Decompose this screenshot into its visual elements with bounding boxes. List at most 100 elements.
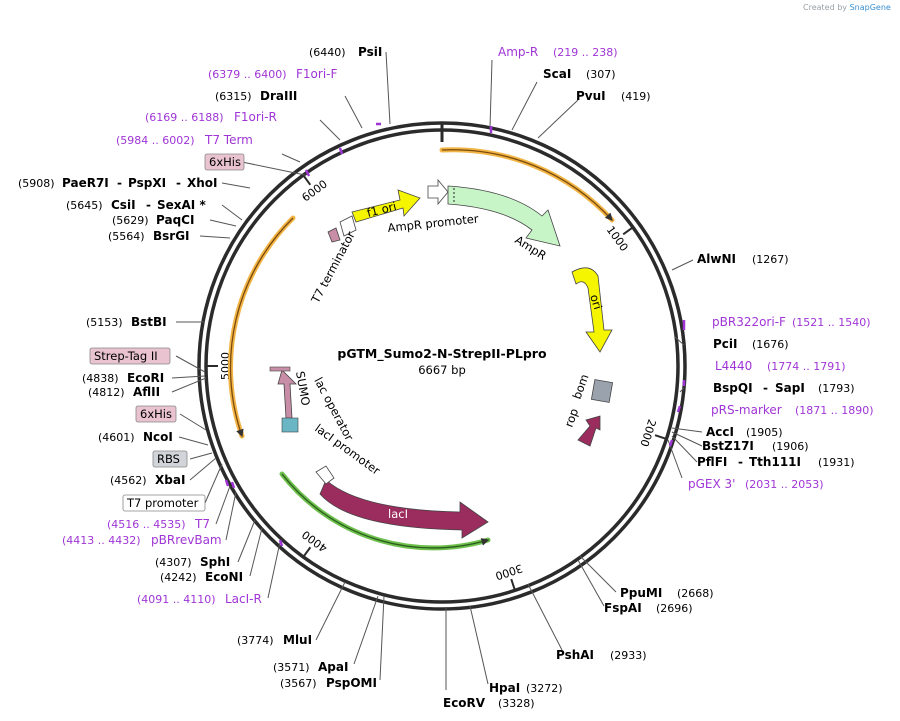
enzyme-paer7i[interactable]: PaeR7I [62,176,109,190]
tick-label-3000: 3000 [494,561,525,582]
enzyme-pcii[interactable]: PciI [713,337,738,351]
enzyme-sphi-pos: (4307) [155,556,192,569]
enzyme-acci[interactable]: AccI [706,425,734,439]
enzyme-psii[interactable]: PsiI [358,45,382,59]
rbs-badge [152,450,188,468]
primer-pgex3[interactable]: pGEX 3' [688,477,735,491]
enzyme-pspxi[interactable]: PspXI [128,176,166,190]
rop-label: rop [562,407,582,429]
primer-t7[interactable]: T7 [194,517,210,531]
enzyme-hpai[interactable]: HpaI [489,681,520,695]
enzyme-alwni-pos: (1267) [752,253,789,266]
primer-l4440-range: (1774 .. 1791) [767,360,846,373]
enzyme-paqci[interactable]: PaqCI [156,213,194,227]
separator: - [146,198,151,212]
ori-arrow [571,267,613,353]
enzyme-xhoi[interactable]: XhoI [187,176,218,190]
t7-promoter-label[interactable]: T7 promoter [126,496,199,510]
enzyme-apai[interactable]: ApaI [318,660,348,674]
bom-box [590,379,614,403]
enzyme-bstbi-pos: (5153) [86,316,123,329]
ampr-promoter-label: AmpR promoter [387,211,480,235]
enzyme-ecori-pos: (4838) [82,372,119,385]
enzyme-csii-pos: (5645) [66,199,103,212]
enzyme-bstz17i[interactable]: BstZ17I [702,439,754,453]
enzyme-scai-pos: (307) [586,68,616,81]
enzyme-bstbi[interactable]: BstBI [131,315,167,329]
separator: - [738,455,743,469]
enzyme-csii[interactable]: CsiI [111,198,136,212]
tick-mark-6000 [302,174,312,186]
enzyme-mlui[interactable]: MluI [283,633,312,647]
enzyme-bstz17i-pos: (1906) [772,440,809,453]
primer-t7term[interactable]: T7 Term [204,133,253,147]
enzyme-mlui-pos: (3774) [237,634,274,647]
enzyme-pvui-pos: (419) [621,90,651,103]
enzyme-scai[interactable]: ScaI [543,67,571,81]
primer-l4440[interactable]: L4440 [715,359,752,373]
enzyme-ncoi[interactable]: NcoI [143,430,173,444]
primer-f1ori-r-range: (6169 .. 6188) [145,111,224,124]
enzyme-ecorv[interactable]: EcoRV [443,696,486,710]
primer-pbr322ori-f[interactable]: pBR322ori-F [712,315,786,329]
f1ori-label: f1 ori [365,199,397,220]
his-bottom-badge [135,405,177,423]
primer-t7term-range: (5984 .. 6002) [116,134,195,147]
backbone-outer [197,121,687,611]
rbs-label[interactable]: RBS [157,452,180,466]
enzyme-econi[interactable]: EcoNI [205,570,243,584]
enzyme-ppumi-pos: (2668) [677,587,714,600]
snapgene-logo: SnapGene [849,3,891,12]
enzyme-draiii-pos: (6315) [215,90,252,103]
primer-laci-r[interactable]: LacI-R [225,592,262,606]
enzyme-pflfi-pos: (1931) [818,456,855,469]
primer-f1ori-f[interactable]: F1ori-F [296,67,337,81]
enzyme-paqci-pos: (5629) [112,214,149,227]
enzyme-pshai-pos: (2933) [610,649,647,662]
tick-mark-1000 [622,226,634,236]
primer-f1ori-f-range: (6379 .. 6400) [208,68,287,81]
rop-arrow [577,415,601,447]
enzyme-bspqi[interactable]: BspQI [713,381,753,395]
enzyme-draiii[interactable]: DraIII [260,89,297,103]
primer-f1ori-r[interactable]: F1ori-R [234,110,277,124]
tick-mark-3000 [510,578,516,591]
enzyme-sapi[interactable]: SapI [775,381,805,395]
enzyme-ecori[interactable]: EcoRI [127,371,164,385]
enzyme-pflfi[interactable]: PflFI [697,455,727,469]
enzyme-sphi[interactable]: SphI [200,555,230,569]
enzyme-fspai[interactable]: FspAI [604,601,642,615]
primer-prs-marker[interactable]: pRS-marker [711,403,782,417]
primer-laci-r-range: (4091 .. 4110) [137,593,216,606]
tick-label-2000: 2000 [637,418,658,449]
primer-ampr[interactable]: Amp-R [498,45,538,59]
enzyme-aflii[interactable]: AflII [133,385,160,399]
enzyme-pcii-pos: (1676) [752,338,789,351]
primer-markers [224,122,686,547]
enzyme-pvui[interactable]: PvuI [576,89,606,103]
enzyme-xbai[interactable]: XbaI [155,473,185,487]
primer-pbr322ori-f-range: (1521 .. 1540) [792,316,871,329]
t7-promoter-badge [122,494,206,512]
enzyme-tth111i[interactable]: Tth111I [749,455,801,469]
his-top-badge [204,153,245,171]
his-bottom-label[interactable]: 6xHis [140,407,172,421]
strep-label[interactable]: Strep-Tag II [94,349,158,363]
laci-arrow [319,479,489,539]
enzyme-bsrgi[interactable]: BsrGI [153,229,190,243]
strep-box [269,366,291,372]
enzyme-fspai-pos: (2696) [656,602,693,615]
ampr-arrow [447,185,561,247]
ampr-promoter-arrow [427,178,449,206]
primer-ampr-range: (219 .. 238) [553,46,618,59]
his-top-label[interactable]: 6xHis [209,155,241,169]
enzyme-acci-pos: (1905) [746,426,783,439]
enzyme-ppumi[interactable]: PpuMI [620,586,662,600]
primer-pbrrevbam[interactable]: pBRrevBam [151,533,222,547]
tick-label-4000: 4000 [300,528,330,555]
enzyme-alwni[interactable]: AlwNI [697,252,736,266]
enzyme-pspomi[interactable]: PspOMI [326,676,377,690]
enzyme-pshai[interactable]: PshAI [556,648,594,662]
enzyme-sexai[interactable]: SexAI * [157,198,206,212]
enzyme-aflii-pos: (4812) [88,386,125,399]
